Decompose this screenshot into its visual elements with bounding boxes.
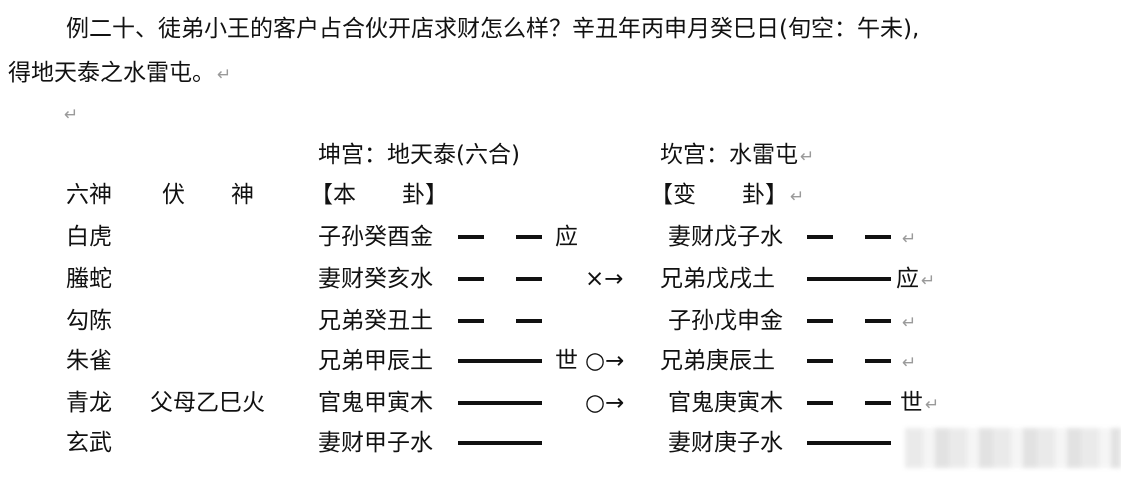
bian-yao: 官鬼庚寅木 bbox=[668, 390, 783, 416]
col-ben: 【本 卦】 bbox=[310, 182, 448, 208]
col-liushen: 六神 bbox=[66, 182, 112, 208]
bian-line-yin bbox=[807, 319, 891, 323]
ben-palace-title: 坤宫：地天泰(六合) bbox=[318, 142, 520, 168]
ben-line-yin bbox=[458, 235, 542, 239]
intro-line-1: 例二十、徒弟小王的客户占合伙开店求财怎么样？辛丑年丙申月癸巳日(旬空：午未), bbox=[66, 16, 920, 42]
move-mark: ×→ bbox=[585, 266, 624, 292]
ben-yao: 兄弟甲辰土 bbox=[318, 348, 433, 374]
return-mark: ↵ bbox=[217, 65, 232, 85]
ben-yao: 官鬼甲寅木 bbox=[318, 390, 433, 416]
col-bian: 【变 卦】 bbox=[650, 182, 788, 208]
bian-mark-wrap: ↵ bbox=[900, 306, 916, 338]
bian-mark-wrap: 应↵ bbox=[896, 264, 935, 296]
liushen: 螣蛇 bbox=[66, 266, 112, 292]
return-mark: ↵ bbox=[921, 271, 936, 291]
watermark bbox=[905, 428, 1121, 468]
liushen: 勾陈 bbox=[66, 308, 112, 334]
bian-line-yang bbox=[807, 277, 891, 281]
bian-mark: 世 bbox=[900, 390, 923, 416]
return-mark: ↵ bbox=[790, 187, 805, 207]
ben-line-yang bbox=[458, 359, 542, 363]
move-mark: ○→ bbox=[585, 348, 625, 374]
liushen: 朱雀 bbox=[66, 348, 112, 374]
bian-line-yin bbox=[807, 359, 891, 363]
bian-palace-title-wrap: 坎宫：水雷屯↵ bbox=[660, 140, 814, 172]
bian-yao: 子孙戊申金 bbox=[668, 308, 783, 334]
bian-yao: 兄弟庚辰土 bbox=[660, 348, 775, 374]
return-mark: ↵ bbox=[902, 229, 917, 249]
ben-line-yang bbox=[458, 401, 542, 405]
return-mark: ↵ bbox=[902, 313, 917, 333]
liushen: 玄武 bbox=[66, 430, 112, 456]
liushen: 白虎 bbox=[66, 224, 112, 250]
col-fushen: 伏 神 bbox=[162, 182, 254, 208]
ben-yao: 妻财癸亥水 bbox=[318, 266, 433, 292]
intro-line-2-wrap: 得地天泰之水雷屯。↵ bbox=[8, 58, 231, 90]
liushen: 青龙 bbox=[66, 390, 112, 416]
bian-mark-wrap: 世↵ bbox=[900, 388, 939, 420]
bian-yao: 兄弟戊戌土 bbox=[660, 266, 775, 292]
intro-line-2: 得地天泰之水雷屯。 bbox=[8, 60, 215, 86]
empty-paragraph: ↵ bbox=[62, 98, 78, 130]
ben-line-yin bbox=[458, 319, 542, 323]
bian-line-yin bbox=[807, 235, 891, 239]
return-mark: ↵ bbox=[925, 395, 940, 415]
ben-mark: 世 bbox=[555, 348, 578, 374]
ben-yao: 兄弟癸丑土 bbox=[318, 308, 433, 334]
ben-yao: 子孙癸酉金 bbox=[318, 224, 433, 250]
return-mark: ↵ bbox=[800, 147, 815, 167]
ben-yao: 妻财甲子水 bbox=[318, 430, 433, 456]
return-mark: ↵ bbox=[902, 353, 917, 373]
col-bian-wrap: 【变 卦】↵ bbox=[650, 180, 804, 212]
bian-mark: 应 bbox=[896, 266, 919, 292]
ben-line-yang bbox=[458, 441, 542, 445]
fushen: 父母乙巳火 bbox=[150, 390, 265, 416]
bian-yao: 妻财庚子水 bbox=[668, 430, 783, 456]
bian-palace-title: 坎宫：水雷屯 bbox=[660, 142, 798, 168]
bian-line-yang bbox=[807, 441, 891, 445]
bian-mark-wrap: ↵ bbox=[900, 222, 916, 254]
move-mark: ○→ bbox=[585, 390, 625, 416]
return-mark: ↵ bbox=[64, 105, 79, 125]
bian-mark-wrap: ↵ bbox=[900, 346, 916, 378]
bian-line-yin bbox=[807, 401, 891, 405]
bian-yao: 妻财戊子水 bbox=[668, 224, 783, 250]
ben-line-yin bbox=[458, 277, 542, 281]
ben-mark: 应 bbox=[555, 224, 578, 250]
